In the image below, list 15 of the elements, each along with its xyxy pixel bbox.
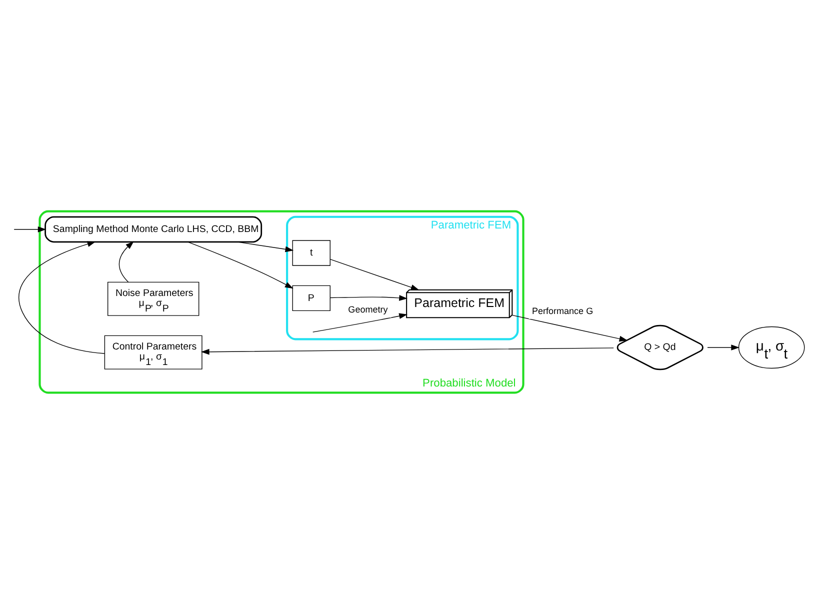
edge-label: Performance G [532,306,594,316]
arrow [187,242,294,289]
arrow [236,242,294,252]
arrow [330,259,420,290]
node-box: Sampling Method Monte Carlo LHS, CCD, BBM [44,216,262,243]
arrow [14,226,46,232]
node-box: t [292,240,330,266]
arrow [200,348,614,355]
arrow [312,313,408,332]
arrow [18,241,105,354]
node-box: P [292,285,330,312]
arrow [118,241,134,282]
arrow [707,344,740,350]
arrow [330,295,408,301]
edge-label: Geometry [348,304,388,314]
